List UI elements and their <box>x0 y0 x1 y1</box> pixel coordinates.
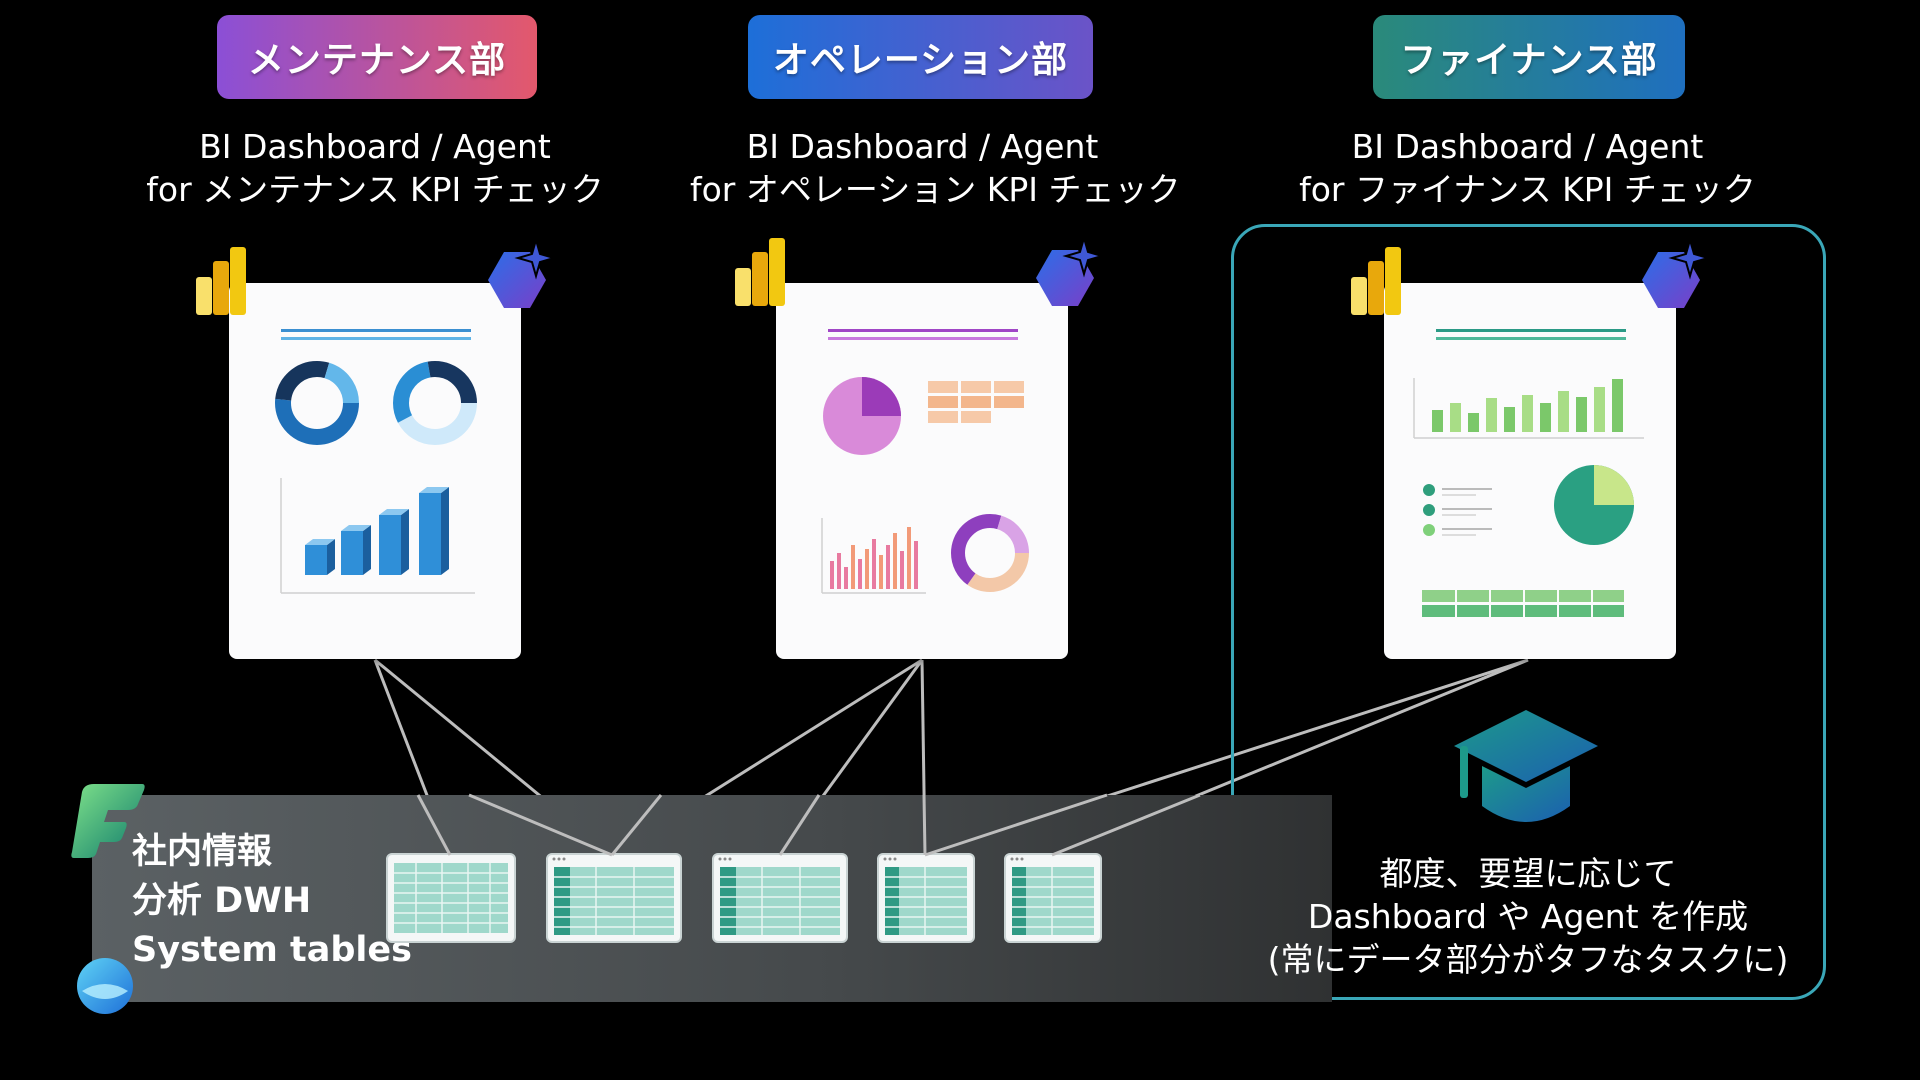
operations-dept-label: オペレーション部 <box>748 15 1093 99</box>
finance-note: 都度、要望に応じて Dashboard や Agent を作成 (常にデータ部分… <box>1250 852 1806 981</box>
bar-chart-icon <box>305 487 449 575</box>
finance-subtitle-line1: BI Dashboard / Agent <box>1351 127 1704 166</box>
operations-subtitle: BI Dashboard / Agent for オペレーション KPI チェッ… <box>690 125 1181 211</box>
finance-subtitle-line2: for ファイナンス KPI チェック <box>1299 170 1756 209</box>
maintenance-subtitle-line2: for メンテナンス KPI チェック <box>146 170 604 209</box>
finance-highlight-box <box>1231 224 1826 1000</box>
system-table-icon <box>546 853 682 943</box>
bar-chart-icon <box>1432 379 1623 432</box>
dwh-label-line3: System tables <box>132 930 412 970</box>
operations-subtitle-line1: BI Dashboard / Agent <box>746 127 1099 166</box>
copilot-agent-icon <box>488 240 558 308</box>
fabric-icon <box>71 784 145 858</box>
maintenance-dept-label: メンテナンス部 <box>217 15 537 99</box>
system-table-icon <box>877 853 975 943</box>
finance-dept-label: ファイナンス部 <box>1373 15 1685 99</box>
system-table-icon <box>386 853 516 943</box>
maintenance-subtitle: BI Dashboard / Agent for メンテナンス KPI チェック <box>140 125 610 211</box>
maintenance-dashboard-card <box>229 283 521 659</box>
pie-chart-icon <box>823 377 901 455</box>
finance-dashboard-card <box>1384 283 1676 659</box>
dwh-label-line1: 社内情報 <box>132 832 273 872</box>
copilot-agent-icon <box>1642 240 1712 308</box>
maintenance-dashboard-illustration <box>275 329 477 594</box>
finance-note-line1: 都度、要望に応じて <box>1379 854 1677 893</box>
power-bi-icon <box>1351 247 1401 315</box>
checklist-icon <box>1423 484 1492 536</box>
finance-note-line3: (常にデータ部分がタフなタスクに) <box>1267 940 1789 979</box>
dwh-label-line2: 分析 DWH <box>132 881 312 921</box>
table-grid-icon <box>928 381 1024 423</box>
donut-chart-icon <box>393 361 477 445</box>
graduation-cap-icon <box>1454 710 1598 822</box>
operations-dashboard-illustration <box>821 329 1029 594</box>
pie-chart-icon <box>1554 465 1634 545</box>
finance-note-line2: Dashboard や Agent を作成 <box>1307 897 1749 936</box>
table-grid-icon <box>1422 590 1624 617</box>
sql-database-icon <box>77 958 133 1014</box>
donut-chart-icon <box>275 361 359 445</box>
power-bi-icon <box>735 238 785 306</box>
maintenance-subtitle-line1: BI Dashboard / Agent <box>199 127 551 166</box>
finance-dashboard-illustration <box>1413 329 1644 617</box>
bar-chart-icon <box>830 527 918 589</box>
copilot-agent-icon <box>1036 238 1106 306</box>
operations-subtitle-line2: for オペレーション KPI チェック <box>690 170 1181 209</box>
donut-chart-icon <box>951 514 1029 592</box>
power-bi-icon <box>196 247 246 315</box>
dwh-label: 社内情報 分析 DWH System tables <box>132 828 412 975</box>
operations-dashboard-card <box>776 283 1068 659</box>
finance-subtitle: BI Dashboard / Agent for ファイナンス KPI チェック <box>1290 125 1765 211</box>
